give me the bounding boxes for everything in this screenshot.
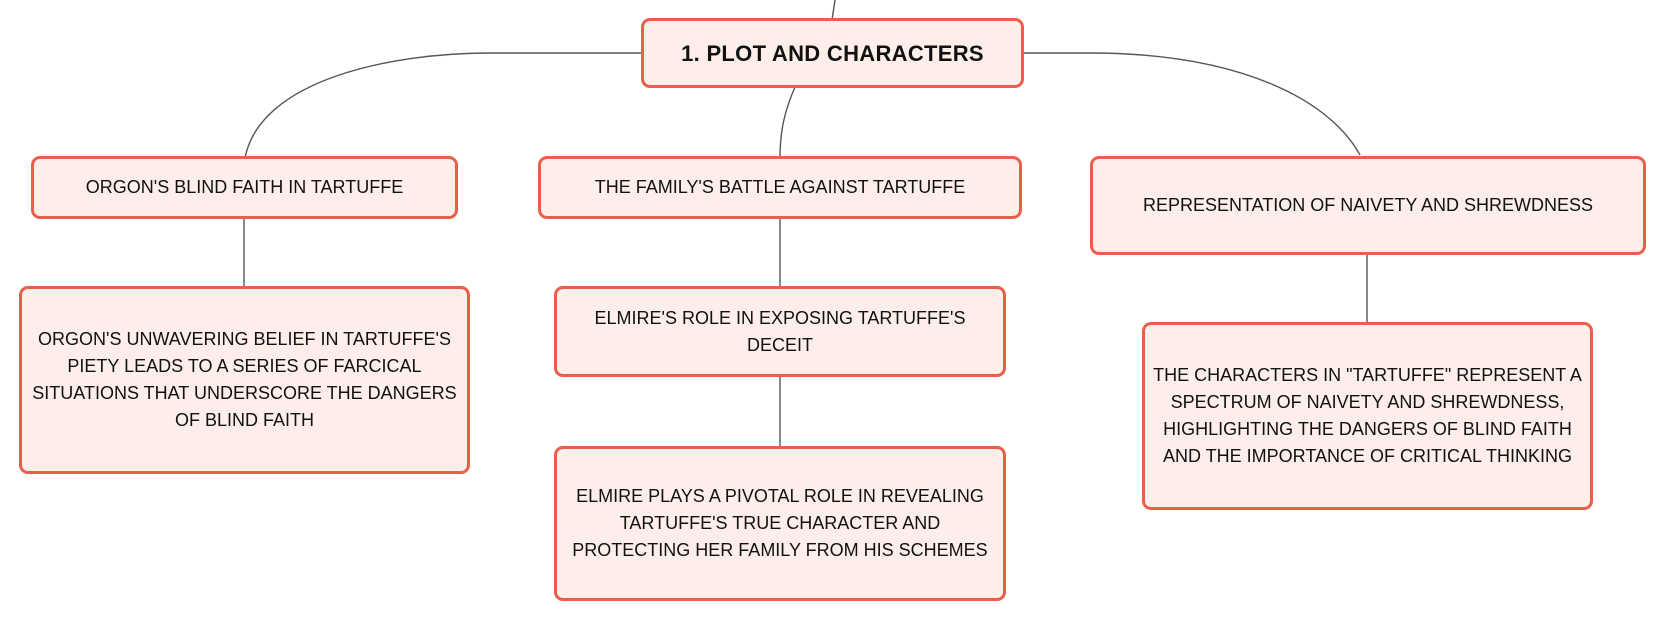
branch-node-family-battle[interactable]: THE FAMILY'S BATTLE AGAINST TARTUFFE (538, 156, 1022, 219)
connector-root-to-family (779, 86, 796, 159)
detail-label-naivety-spectrum: THE CHARACTERS IN "TARTUFFE" REPRESENT A… (1153, 365, 1582, 466)
branch-node-naivety-shrewdness[interactable]: REPRESENTATION OF NAIVETY AND SHREWDNESS (1090, 156, 1646, 255)
connector-incoming-root (831, 0, 836, 21)
branch-label-orgon-blind-faith: ORGON'S BLIND FAITH IN TARTUFFE (85, 177, 404, 197)
branch-label-naivety-shrewdness: REPRESENTATION OF NAIVETY AND SHREWDNESS (1142, 195, 1594, 215)
detail-node-orgon-belief[interactable]: ORGON'S UNWAVERING BELIEF IN TARTUFFE'S … (19, 286, 470, 474)
connector-root-to-orgon (244, 52, 642, 159)
connector-root-to-naivety (1020, 52, 1361, 156)
branch-label-family-battle: THE FAMILY'S BATTLE AGAINST TARTUFFE (594, 177, 966, 197)
detail-node-elmire-pivotal[interactable]: ELMIRE PLAYS A PIVOTAL ROLE IN REVEALING… (554, 446, 1006, 601)
root-topic-node[interactable]: 1. PLOT AND CHARACTERS (641, 18, 1024, 88)
detail-label-elmire-role: ELMIRE'S ROLE IN EXPOSING TARTUFFE'S DEC… (594, 307, 966, 355)
root-topic-label: 1. PLOT AND CHARACTERS (681, 40, 984, 66)
detail-label-orgon-belief: ORGON'S UNWAVERING BELIEF IN TARTUFFE'S … (32, 329, 457, 430)
detail-node-elmire-role[interactable]: ELMIRE'S ROLE IN EXPOSING TARTUFFE'S DEC… (554, 286, 1006, 377)
detail-node-naivety-spectrum[interactable]: THE CHARACTERS IN "TARTUFFE" REPRESENT A… (1142, 322, 1593, 510)
detail-label-elmire-pivotal: ELMIRE PLAYS A PIVOTAL ROLE IN REVEALING… (572, 486, 988, 560)
branch-node-orgon-blind-faith[interactable]: ORGON'S BLIND FAITH IN TARTUFFE (31, 156, 458, 219)
